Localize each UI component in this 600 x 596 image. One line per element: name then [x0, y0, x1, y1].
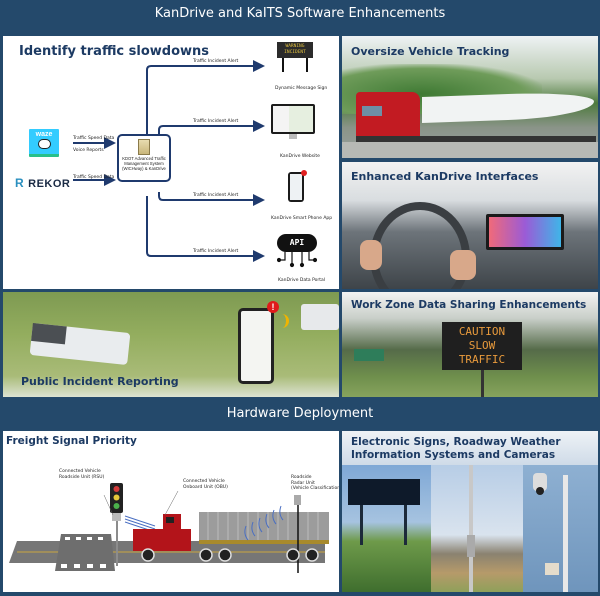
flow-label: Traffic Speed Data — [73, 175, 115, 180]
flow-arrows — [73, 60, 339, 262]
alert-label: Traffic Incident Alert — [193, 59, 239, 64]
freight-signal-panel: Freight Signal Priority Connected Vehicl… — [3, 431, 339, 592]
alert-exclamation-icon: ! — [267, 301, 279, 313]
sign-line: TRAFFIC — [458, 353, 506, 366]
atms-hub-box: KDOT Advanced Traffic Management System … — [117, 134, 171, 182]
obu-label: Connected Vehicle Onboard Unit (OBU) — [183, 479, 228, 490]
flow-label: Traffic Speed Data — [73, 136, 115, 141]
rekor-r-icon: R — [15, 176, 24, 190]
sign-line: CAUTION — [458, 325, 506, 338]
red-truck-image — [356, 92, 420, 140]
kandrive-interfaces-panel: Enhanced KanDrive Interfaces — [342, 162, 598, 289]
hub-label: KDOT Advanced Traffic Management System … — [122, 156, 166, 171]
infotainment-screen-image — [486, 214, 564, 250]
software-banner: KanDrive and KaITS Software Enhancements — [154, 6, 446, 21]
server-icon — [138, 139, 150, 155]
sign-post — [481, 370, 484, 397]
radar-label: Roadside Radar Unit (Vehicle Classificat… — [291, 475, 339, 491]
tow-truck-image — [301, 304, 339, 330]
public-incident-panel: ! Public Incident Reporting — [3, 292, 339, 397]
rekor-logo: R REKOR — [15, 174, 70, 192]
work-zone-panel: Work Zone Data Sharing Enhancements CAUT… — [342, 292, 598, 397]
output-label: KanDrive Website — [280, 154, 320, 159]
sound-waves-icon — [275, 314, 289, 328]
oversize-vehicle-panel: Oversize Vehicle Tracking — [342, 36, 598, 158]
hand-left-image — [360, 240, 382, 270]
electronic-signs-panel: Electronic Signs, Roadway Weather Inform… — [342, 431, 598, 592]
smartphone-icon — [288, 172, 304, 202]
truck-wheels — [356, 136, 596, 142]
rsu-device — [112, 513, 121, 521]
radar-unit — [294, 495, 301, 505]
rekor-label: REKOR — [28, 178, 71, 190]
waze-face-icon — [37, 139, 51, 149]
hardware-banner: Hardware Deployment — [226, 406, 374, 421]
truck-cab — [133, 529, 191, 551]
green-highway-sign-image — [354, 349, 384, 361]
api-cloud-icon: API — [277, 234, 317, 268]
trailer — [199, 512, 329, 540]
panel-title: Identify traffic slowdowns — [19, 44, 210, 59]
panel-title: Freight Signal Priority — [6, 435, 137, 447]
wind-blade-image — [422, 90, 594, 124]
alert-badge-icon — [301, 170, 307, 176]
output-label: Dynamic Message Sign — [275, 86, 328, 91]
dms-line: WARNING — [285, 44, 305, 49]
panel-title: Electronic Signs, Roadway Weather Inform… — [351, 436, 561, 461]
weather-tower-photo — [431, 465, 523, 592]
panel-title: Work Zone Data Sharing Enhancements — [351, 299, 587, 311]
rsu-label: Connected Vehicle Roadside Unit (RSU) — [59, 469, 105, 480]
output-label: KanDrive Data Portal — [278, 278, 326, 283]
flow-label: Voice Reports — [73, 148, 104, 153]
panel-title: Enhanced KanDrive Interfaces — [351, 170, 539, 183]
panel-title: Oversize Vehicle Tracking — [351, 45, 510, 58]
output-label: KanDrive Smart Phone App — [271, 216, 333, 221]
hand-right-image — [450, 250, 476, 280]
alert-label: Traffic Incident Alert — [193, 193, 239, 198]
desktop-monitor-icon — [271, 104, 315, 139]
waze-label: waze — [35, 131, 53, 138]
road-image — [342, 142, 598, 158]
phone-map-image — [238, 308, 274, 384]
dynamic-message-sign-icon: WARNING INCIDENT — [277, 42, 313, 72]
traffic-camera-photo — [523, 465, 598, 592]
freight-illustration — [9, 483, 329, 573]
panel-title: Public Incident Reporting — [21, 375, 179, 388]
waze-logo: waze — [29, 129, 59, 157]
identify-slowdowns-panel: Identify traffic slowdowns waze Traffic … — [3, 36, 339, 289]
api-text: API — [277, 234, 317, 252]
crashed-pickup-image — [29, 322, 131, 366]
sign-line: SLOW — [468, 339, 496, 352]
caution-slow-traffic-sign: CAUTION SLOW TRAFFIC — [442, 322, 522, 370]
alert-label: Traffic Incident Alert — [193, 249, 239, 254]
dms-line: INCIDENT — [284, 50, 306, 55]
alert-label: Traffic Incident Alert — [193, 119, 239, 124]
electronic-sign-photo — [342, 465, 431, 592]
